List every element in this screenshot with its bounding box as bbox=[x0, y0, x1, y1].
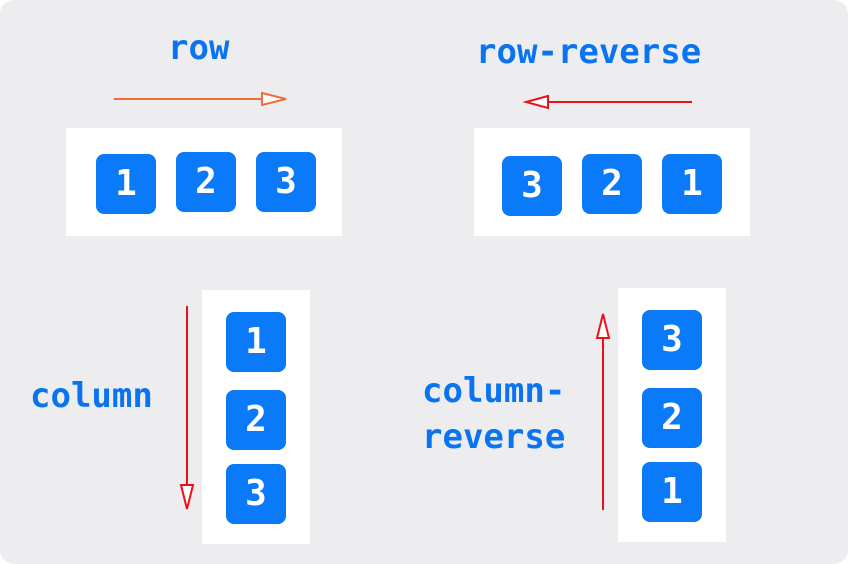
arrow-up-icon bbox=[595, 313, 611, 510]
row-item: 2 bbox=[176, 152, 236, 212]
row-item: 1 bbox=[96, 154, 156, 214]
arrow-right-icon bbox=[114, 91, 287, 107]
row-reverse-item: 2 bbox=[582, 154, 642, 214]
column-reverse-item: 1 bbox=[642, 462, 702, 522]
row-reverse-item: 1 bbox=[662, 154, 722, 214]
column-label: column bbox=[30, 376, 153, 416]
column-flex-container: 1 2 3 bbox=[202, 290, 310, 544]
arrow-left-icon bbox=[522, 94, 692, 110]
column-reverse-item: 3 bbox=[642, 310, 702, 370]
row-reverse-flex-container: 3 2 1 bbox=[474, 128, 750, 236]
column-reverse-item: 2 bbox=[642, 388, 702, 448]
column-reverse-label-line2: reverse bbox=[422, 417, 566, 457]
column-reverse-flex-container: 3 2 1 bbox=[618, 288, 726, 542]
column-item: 3 bbox=[226, 464, 286, 524]
arrow-down-icon bbox=[179, 306, 195, 510]
column-item: 2 bbox=[226, 390, 286, 450]
row-item: 3 bbox=[256, 152, 316, 212]
column-reverse-label-line1: column- bbox=[422, 371, 566, 411]
row-flex-container: 1 2 3 bbox=[66, 128, 342, 236]
row-reverse-item: 3 bbox=[502, 156, 562, 216]
row-reverse-label: row-reverse bbox=[476, 32, 702, 72]
row-label: row bbox=[168, 28, 230, 68]
column-item: 1 bbox=[226, 312, 286, 372]
column-reverse-label: column- reverse bbox=[422, 368, 565, 460]
